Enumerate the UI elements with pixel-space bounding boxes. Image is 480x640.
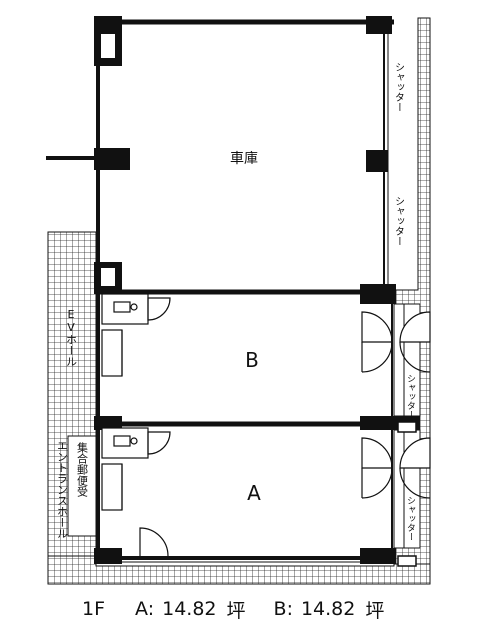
unit-a-area: 14.82 [162, 598, 217, 620]
room-label-unit-b: B [245, 348, 259, 372]
mailbox-label: 集合郵便受 [76, 441, 89, 498]
unit-b-unit: 坪 [365, 599, 385, 622]
shutter-label-3: シャッター [405, 374, 416, 419]
unit-a-prefix: A: [135, 598, 155, 620]
floor-label: 1F [82, 598, 106, 620]
unit-b-prefix: B: [273, 598, 293, 620]
shutter-label-1: シャッター [393, 62, 405, 112]
columns [94, 16, 420, 564]
room-label-garage: 車庫 [230, 150, 258, 167]
shutter-label-2: シャッター [393, 196, 405, 246]
unit-a-fixtures [101, 427, 171, 557]
mailbox-area [67, 435, 97, 537]
unit-b-fixtures [101, 293, 171, 377]
swing-doors [361, 311, 431, 499]
area-caption: 1F A: 14.82 坪 B: 14.82 坪 [0, 594, 480, 624]
ev-hall-label: EVホール [65, 308, 78, 367]
shutter-label-4: シャッター [405, 496, 416, 541]
entrance-hall-label: エントランスホール [56, 440, 69, 539]
unit-a-unit: 坪 [226, 599, 246, 622]
room-label-unit-a: A [247, 481, 261, 505]
unit-b-area: 14.82 [300, 598, 356, 620]
